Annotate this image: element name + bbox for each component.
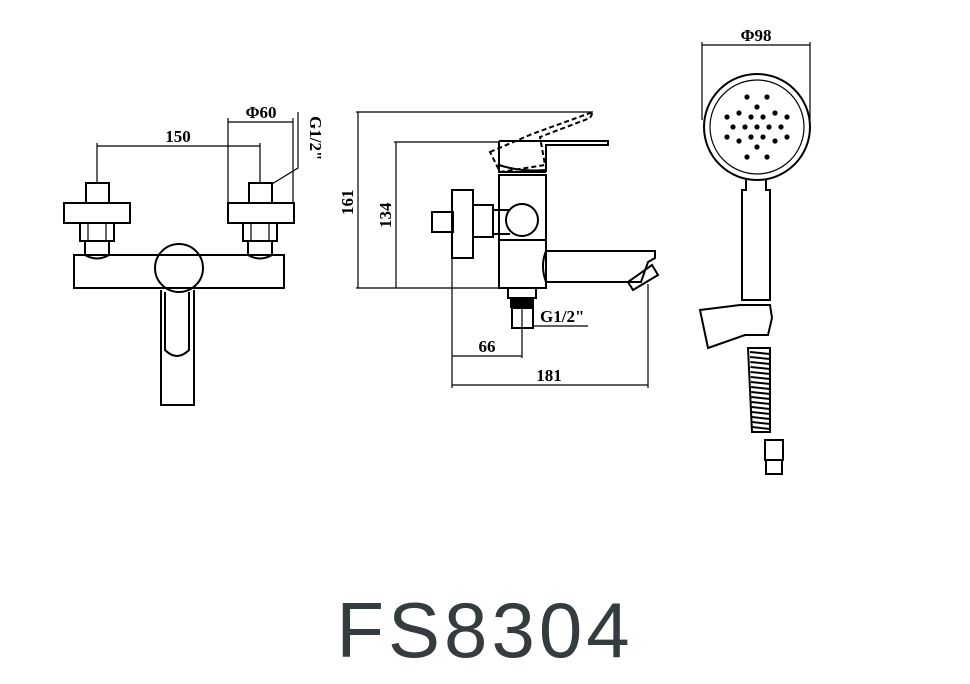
spray-hole — [764, 154, 770, 160]
hose-coil — [750, 371, 771, 375]
dim-total-height-label: 161 — [338, 190, 357, 216]
hand-shower-view: Φ98 — [698, 26, 811, 475]
spray-hole — [744, 94, 750, 100]
dim-thread-label: G1/2" — [306, 116, 325, 160]
hose-coil — [752, 426, 771, 430]
model-title: FS8304 — [336, 586, 634, 674]
hose-coil — [751, 416, 771, 420]
spray-hole — [772, 110, 778, 116]
spray-hole — [784, 134, 790, 140]
hose-coil — [750, 381, 771, 385]
spray-hole — [778, 124, 784, 130]
spray-hole — [760, 114, 766, 120]
hose-coil — [749, 351, 771, 355]
dim-width-label: 150 — [165, 127, 191, 146]
spray-hole — [736, 138, 742, 144]
spray-hole — [724, 114, 730, 120]
hose-coil — [751, 396, 771, 400]
spray-hole — [744, 154, 750, 160]
spray-hole — [736, 110, 742, 116]
hose-coil — [751, 421, 771, 425]
dim-body-height-label: 134 — [376, 202, 395, 228]
spray-hole — [754, 104, 760, 110]
spray-hole — [772, 138, 778, 144]
spray-holes — [724, 94, 790, 160]
front-view: 150 Φ60 G1/2" — [63, 103, 325, 406]
hose-coil — [751, 391, 771, 395]
hose-coil — [750, 366, 771, 370]
spray-hole — [784, 114, 790, 120]
dim-side-thread-label: G1/2" — [540, 307, 584, 326]
hose-coil — [751, 411, 771, 415]
dim-length-label: 181 — [536, 366, 562, 385]
hose-coil — [750, 376, 771, 380]
hose-coil — [751, 401, 771, 405]
dim-offset-label: 66 — [479, 337, 496, 356]
spray-hole — [754, 144, 760, 150]
hose-coil — [750, 386, 771, 390]
spray-hole — [748, 134, 754, 140]
spray-hole — [742, 124, 748, 130]
dim-shower-diameter-label: Φ98 — [740, 26, 771, 45]
spray-hole — [730, 124, 736, 130]
hose-coil — [750, 361, 771, 365]
spray-hole — [766, 124, 772, 130]
side-view: 161 134 G1/2" 66 181 — [338, 110, 660, 388]
spray-hole — [760, 134, 766, 140]
spray-hole — [764, 94, 770, 100]
hose-coil — [751, 406, 771, 410]
spray-hole — [724, 134, 730, 140]
hose — [749, 351, 771, 430]
spray-hole — [748, 114, 754, 120]
spray-hole — [754, 124, 760, 130]
dim-diameter-label: Φ60 — [245, 103, 276, 122]
hose-coil — [750, 356, 771, 360]
